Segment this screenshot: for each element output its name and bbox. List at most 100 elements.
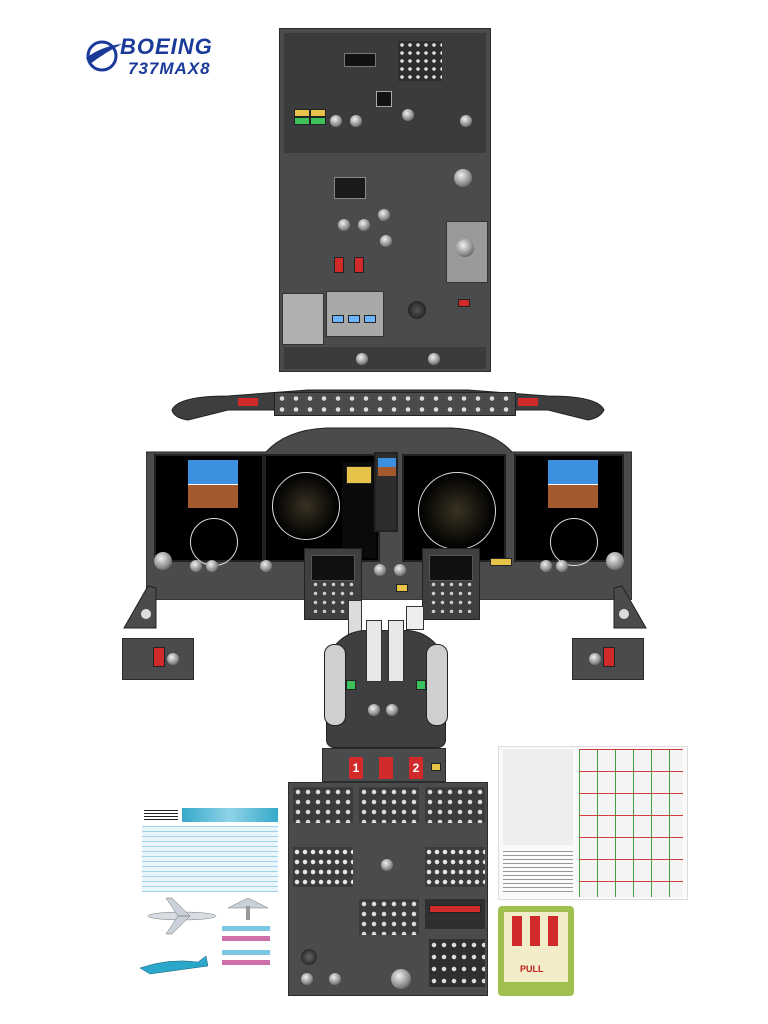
apu-fire-handle[interactable] <box>379 757 393 779</box>
cdu-keypad[interactable] <box>429 579 473 613</box>
annunciator-lamp <box>396 584 408 592</box>
attitude-ground <box>188 484 238 508</box>
rotary-knob[interactable] <box>358 219 370 231</box>
cabin-altitude-gauge <box>454 169 472 187</box>
rotary-knob[interactable] <box>206 560 218 572</box>
rotary-knob[interactable] <box>356 353 368 365</box>
rotary-knob[interactable] <box>260 560 272 572</box>
trim-wheel-left[interactable] <box>324 644 346 726</box>
rotary-knob[interactable] <box>190 560 202 572</box>
aircraft-three-view <box>139 897 270 975</box>
right-tiller-panel <box>572 638 644 680</box>
fuel-cutoff-knob[interactable] <box>386 704 398 716</box>
thrust-lever-1[interactable] <box>366 620 382 682</box>
status-lamp <box>332 315 344 323</box>
compass-rose <box>190 518 238 566</box>
rotary-knob[interactable] <box>301 949 317 965</box>
procedure-list <box>503 851 573 895</box>
transponder-panel <box>359 899 419 935</box>
compass-rose <box>550 518 598 566</box>
throttle-quadrant <box>322 600 448 748</box>
engine-1-fire-handle[interactable]: 1 <box>349 757 363 779</box>
engine-gauge <box>346 466 372 484</box>
fo-primary-flight-display <box>514 454 624 566</box>
warning-lamp <box>603 647 615 667</box>
annunciator-lamp <box>294 109 310 117</box>
rotary-knob[interactable] <box>381 859 393 871</box>
bleed-panel <box>282 293 324 345</box>
brand-model: 737MAX8 <box>128 59 211 78</box>
fuel-cutoff-knob[interactable] <box>368 704 380 716</box>
radio-panel <box>293 787 353 823</box>
trim-wheel-right[interactable] <box>426 644 448 726</box>
attitude-ground <box>548 484 598 508</box>
rotary-knob[interactable] <box>408 301 426 319</box>
clock-knob[interactable] <box>154 552 172 570</box>
rotary-knob[interactable] <box>301 973 313 985</box>
clock-knob[interactable] <box>606 552 624 570</box>
right-side-panel <box>613 585 647 629</box>
rotary-knob[interactable] <box>456 239 474 257</box>
warning-lamp <box>334 257 344 273</box>
fo-navigation-display <box>402 454 506 562</box>
annunciator-lamp <box>490 558 512 566</box>
cdu-screen <box>311 555 355 581</box>
rotary-knob[interactable] <box>338 219 350 231</box>
tiller-knob[interactable] <box>167 653 179 665</box>
warning-lamp <box>354 257 364 273</box>
cargo-fire-panel <box>429 939 485 987</box>
mode-control-panel <box>274 392 516 416</box>
procedure-chart <box>498 746 688 900</box>
boeing-logo: BOEING 737MAX8 <box>84 34 254 82</box>
rotary-knob[interactable] <box>380 235 392 247</box>
fire-handle-drawing <box>512 916 522 946</box>
rotary-knob[interactable] <box>428 353 440 365</box>
rudder-trim-knob[interactable] <box>391 969 411 989</box>
rotary-knob[interactable] <box>402 109 414 121</box>
master-caution-light[interactable] <box>518 398 538 406</box>
attitude-horizon <box>548 484 598 485</box>
air-conditioning-panel <box>326 291 384 337</box>
annunciator-lamp <box>310 117 326 125</box>
thrust-lever-2[interactable] <box>388 620 404 682</box>
fire-handle-drawing <box>548 916 558 946</box>
standby-instruments <box>374 452 398 532</box>
annunciator-lamp <box>310 109 326 117</box>
rotary-knob[interactable] <box>556 560 568 572</box>
spec-header-image <box>182 808 278 822</box>
rotary-knob[interactable] <box>350 115 362 127</box>
main-instrument-panel <box>146 424 632 600</box>
audio-control-panel <box>293 847 353 887</box>
flap-lever[interactable] <box>406 606 424 630</box>
rotary-knob[interactable] <box>460 115 472 127</box>
fo-cdu[interactable] <box>422 548 480 620</box>
rotary-knob[interactable] <box>374 564 386 576</box>
master-caution-light[interactable] <box>238 398 258 406</box>
rotary-knob[interactable] <box>394 564 406 576</box>
attitude-sky <box>188 460 238 484</box>
status-lamp <box>346 680 356 690</box>
system-schematic <box>579 749 683 897</box>
warning-lamp <box>429 905 481 913</box>
status-lamp <box>364 315 376 323</box>
rotary-knob[interactable] <box>329 973 341 985</box>
rotary-knob[interactable] <box>330 115 342 127</box>
rotary-knob[interactable] <box>378 209 390 221</box>
overhead-panel <box>279 28 491 372</box>
cdu-keypad[interactable] <box>311 579 355 613</box>
boeing-symbol-icon <box>86 40 122 72</box>
captain-navigation-display <box>264 454 380 562</box>
fuel-panel-display <box>334 177 366 199</box>
warning-lamp <box>458 299 470 307</box>
radio-panel <box>359 787 419 823</box>
status-lamp <box>416 680 426 690</box>
rotary-knob[interactable] <box>540 560 552 572</box>
attitude-horizon <box>188 484 238 485</box>
tiller-knob[interactable] <box>589 653 601 665</box>
cdu-screen <box>429 555 473 581</box>
aft-pedestal <box>288 782 488 996</box>
pull-label: PULL <box>520 964 544 974</box>
status-lamp <box>348 315 360 323</box>
engine-2-fire-handle[interactable]: 2 <box>409 757 423 779</box>
captain-primary-flight-display <box>154 454 264 566</box>
